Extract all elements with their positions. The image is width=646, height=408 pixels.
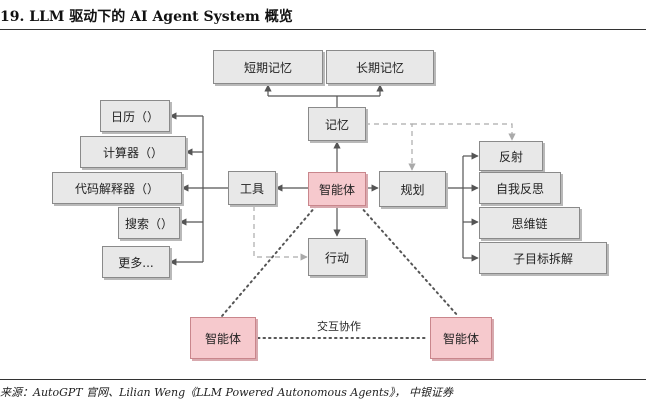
- node-calendar: 日历（）: [100, 100, 170, 132]
- node-short-term-memory: 短期记忆: [213, 50, 323, 84]
- edge-memory-reflection-dashed: [412, 123, 516, 141]
- node-action: 行动: [308, 238, 366, 276]
- bottom-rule: [0, 379, 646, 380]
- edge-agent-left-dotted: [221, 205, 317, 317]
- source-note: 来源：AutoGPT 官网、Lilian Weng《LLM Powered Au…: [0, 386, 454, 399]
- interaction-label: 交互协作: [317, 320, 361, 333]
- node-code-interpreter: 代码解释器（）: [52, 172, 182, 204]
- edge-memory-planning-dashed: [365, 123, 416, 171]
- node-subgoal-decomposition: 子目标拆解: [479, 242, 607, 274]
- edge-tools-action-dashed: [253, 206, 308, 261]
- node-chain-of-thought: 思维链: [479, 207, 580, 239]
- node-search: 搜索（）: [118, 207, 180, 239]
- node-planning: 规划: [379, 171, 446, 207]
- node-memory: 记忆: [308, 107, 366, 141]
- node-long-term-memory: 长期记忆: [326, 50, 434, 84]
- node-reflection: 反射: [479, 141, 543, 171]
- node-agent-center: 智能体: [308, 172, 366, 206]
- node-more: 更多...: [102, 246, 170, 278]
- top-rule: [0, 29, 646, 30]
- node-self-critique: 自我反思: [479, 172, 561, 204]
- figure-title: 19. LLM 驱动下的 AI Agent System 概览: [0, 9, 293, 25]
- node-agent-right: 智能体: [430, 317, 492, 359]
- node-agent-left: 智能体: [190, 317, 256, 359]
- node-calculator: 计算器（）: [80, 136, 186, 168]
- node-tools: 工具: [228, 171, 276, 205]
- edge-agent-right-dotted: [359, 205, 459, 317]
